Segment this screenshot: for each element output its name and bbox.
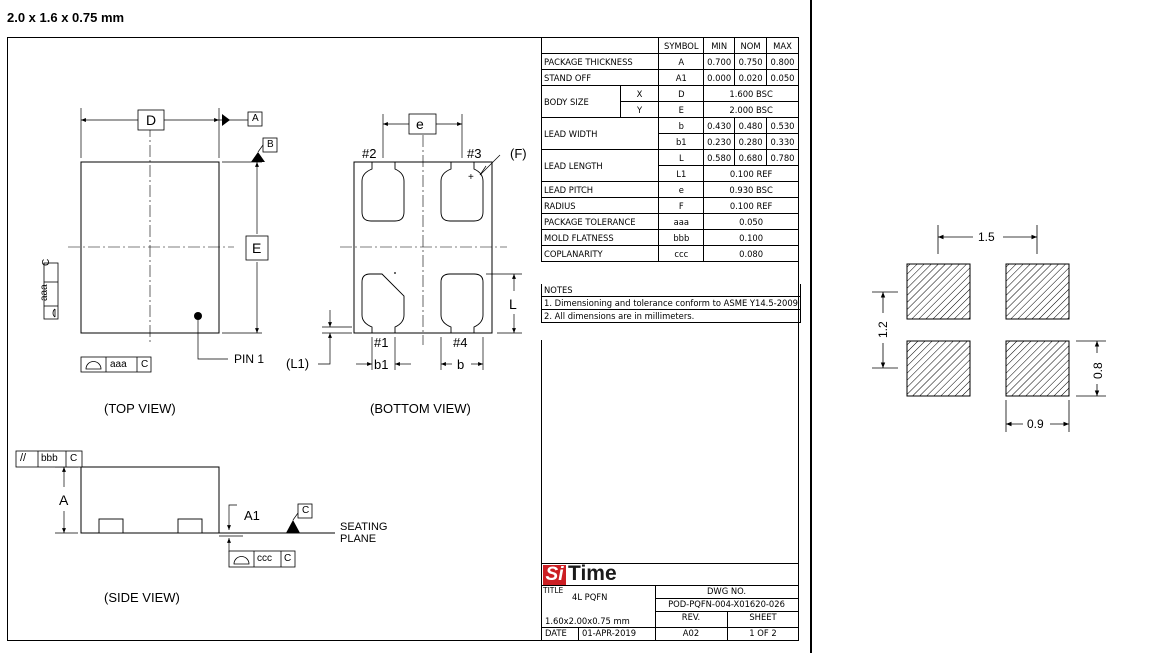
table-header-row: SYMBOL MIN NOM MAX [540,37,799,54]
plane-label: PLANE [340,533,377,545]
sheet-value: 1 OF 2 [749,628,777,638]
ccc-label: ccc [257,553,272,564]
datum-c-label: C [302,505,310,516]
logo-time: Time [568,562,617,585]
dim-a-label: A [59,492,69,508]
table-row: PACKAGE TOLERANCE aaa 0.050 [540,213,799,230]
dwg-label: DWG NO. [706,586,747,596]
bottom-view-title: (BOTTOM VIEW) [370,401,471,416]
notes-section: NOTES 1. Dimensioning and tolerance conf… [541,284,801,323]
divider-line [810,0,812,653]
note-1: 1. Dimensioning and tolerance conform to… [542,298,800,310]
datum-b-label: B [267,139,274,150]
aaa-label: aaa [110,359,127,370]
table-row: PACKAGE THICKNESS A 0.700 0.750 0.800 [540,53,799,70]
dim-a1-label: A1 [244,508,260,523]
sitime-logo: Si Time [542,562,798,585]
table-row: LEAD LENGTH L 0.580 0.680 0.780 [540,149,799,182]
table-row: MOLD FLATNESS bbb 0.100 [540,229,799,246]
table-row: STAND OFF A1 0.000 0.020 0.050 [540,69,799,86]
pin1-label: PIN 1 [234,352,265,366]
footprint-width-label: 1.5 [978,230,995,244]
notes-title: NOTES [542,284,800,297]
datum-a-label: A [252,113,259,124]
table-row: BODY SIZE X D 1.600 BSC [541,85,799,118]
dim-e-pitch-label: e [416,116,424,132]
table-row: LEAD WIDTH b 0.430 0.480 0.530 [540,117,799,150]
package-size-heading: 2.0 x 1.6 x 0.75 mm [7,10,125,25]
plus-mark: + [468,172,474,183]
bbb-label: bbb [41,453,58,464]
notes-blank-area [541,340,799,564]
seating-label: SEATING [340,521,388,533]
dim-d-label: D [146,112,157,128]
table-row: COPLANARITY ccc 0.080 [540,245,799,262]
ccc-c-label: C [284,553,292,564]
dim-b1-label: b1 [374,357,389,372]
side-view-title: (SIDE VIEW) [104,590,180,605]
bbb-c-label: C [70,453,78,464]
dim-l1-label: (L1) [286,356,310,371]
pin4-label: #4 [453,335,468,350]
radius-f-label: (F) [510,146,527,161]
land-pattern [872,225,1106,432]
title-value: 4L PQFN [572,592,608,602]
logo-si: Si [543,565,566,585]
title-block: Si Time TITLE 4L PQFN DWG NO. POD-PQFN-0… [541,563,799,641]
note-2: 2. All dimensions are in millimeters. [542,310,800,323]
pad-height-label: 0.8 [1091,362,1105,379]
pin2-label: #2 [362,146,377,161]
pin1-num-label: #1 [374,335,389,350]
table-row: b1 0.230 0.280 0.330 [542,133,799,150]
table-row: LEAD PITCH e 0.930 BSC [540,181,799,198]
drawing-frame [7,37,799,641]
title-label: TITLE [543,586,564,595]
top-view-title: (TOP VIEW) [104,401,176,416]
pad-width-label: 0.9 [1027,417,1044,431]
tol-aaa-vertical: aaa [39,284,50,301]
tol-c-vertical: C [41,258,52,266]
pin3-label: #3 [467,146,482,161]
date-label: DATE [545,628,567,638]
side-view [15,450,335,568]
sheet-label: SHEET [749,612,777,622]
rev-value: A02 [682,628,700,638]
dim-l-label: L [509,296,517,312]
dimension-table: SYMBOL MIN NOM MAX PACKAGE THICKNESS A 0… [540,37,799,262]
dwg-number: POD-PQFN-004-X01620-026 [668,599,785,609]
top-view [43,108,278,373]
dim-e-label: E [252,240,262,256]
date-value: 01-APR-2019 [582,628,637,638]
table-row: RADIUS F 0.100 REF [540,197,799,214]
bottom-view [318,113,522,370]
package-size: 1.60x2.00x0.75 mm [545,616,630,626]
rev-label: REV. [681,612,701,622]
c-label: C [141,359,149,370]
parallel-symbol: // [20,452,27,464]
footprint-height-label: 1.2 [876,321,890,338]
dim-b-label: b [457,357,465,372]
